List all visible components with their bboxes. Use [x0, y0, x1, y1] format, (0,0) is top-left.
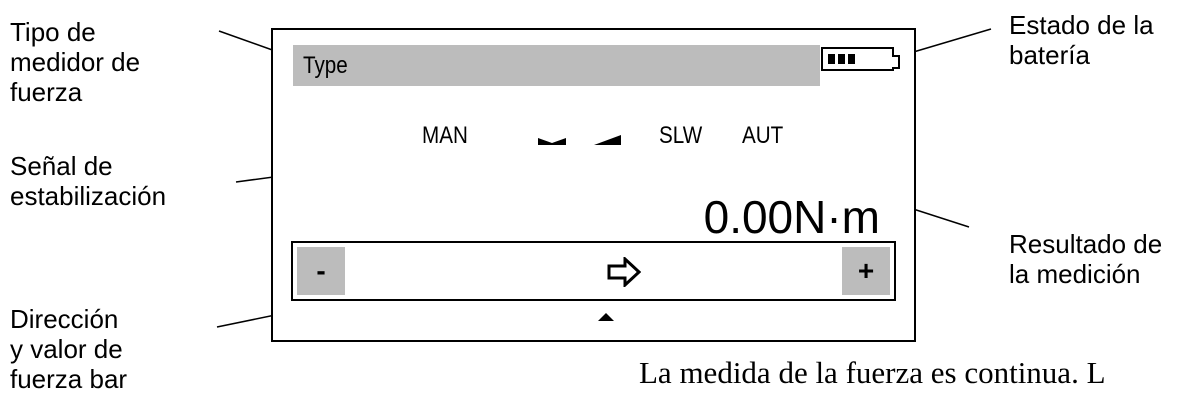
- callout-line: Dirección: [10, 304, 119, 334]
- callout-senal-estabilizacion: Señal de estabilización: [10, 151, 166, 211]
- measurement-reading: 0.00N·m: [703, 191, 880, 243]
- type-label: Type: [303, 52, 348, 79]
- callout-line: fuerza: [10, 77, 83, 107]
- force-bar-plus: +: [842, 247, 890, 295]
- battery-cell: [838, 54, 845, 64]
- stabilization-signal-icon: [538, 135, 621, 145]
- callout-line: Señal de: [10, 151, 113, 181]
- mode-aut: AUT: [742, 122, 784, 149]
- mode-man: MAN: [422, 122, 468, 149]
- callout-line: Resultado de: [1009, 229, 1163, 259]
- body-text-caption: La medida de la fuerza es continua. L: [639, 355, 1106, 390]
- callout-line: y valor de: [10, 334, 123, 364]
- callout-estado-bateria: Estado de la batería: [1009, 10, 1154, 70]
- callout-line: Tipo de: [10, 17, 96, 47]
- device-display: Type MAN SLW AUT 0.00N·m - +: [271, 28, 916, 342]
- type-bar: Type: [293, 45, 820, 86]
- bar-center-marker-bottom-icon: [598, 313, 614, 321]
- callout-line: Estado de la: [1009, 10, 1154, 40]
- callout-line: batería: [1009, 40, 1090, 70]
- mode-slw: SLW: [659, 122, 703, 149]
- callout-tipo-medidor: Tipo de medidor de fuerza: [10, 17, 140, 107]
- callout-line: la medición: [1009, 259, 1141, 289]
- callout-resultado-medicion: Resultado de la medición: [1009, 229, 1162, 289]
- force-bar-minus: -: [297, 247, 345, 295]
- battery-tip: [892, 55, 900, 69]
- callout-direccion-valor: Dirección y valor de fuerza bar: [10, 304, 127, 394]
- battery-icon: [821, 47, 900, 71]
- right-arrow-icon: [607, 257, 641, 287]
- battery-cell: [848, 54, 855, 64]
- callout-line: estabilización: [10, 181, 167, 211]
- callout-line: fuerza bar: [10, 364, 128, 394]
- stabilization-left-wedge: [538, 138, 566, 145]
- callout-line: medidor de: [10, 47, 141, 77]
- stabilization-right-wedge: [594, 135, 621, 145]
- battery-cell: [828, 54, 835, 64]
- force-bar: - +: [291, 241, 896, 301]
- battery-cells: [828, 54, 855, 64]
